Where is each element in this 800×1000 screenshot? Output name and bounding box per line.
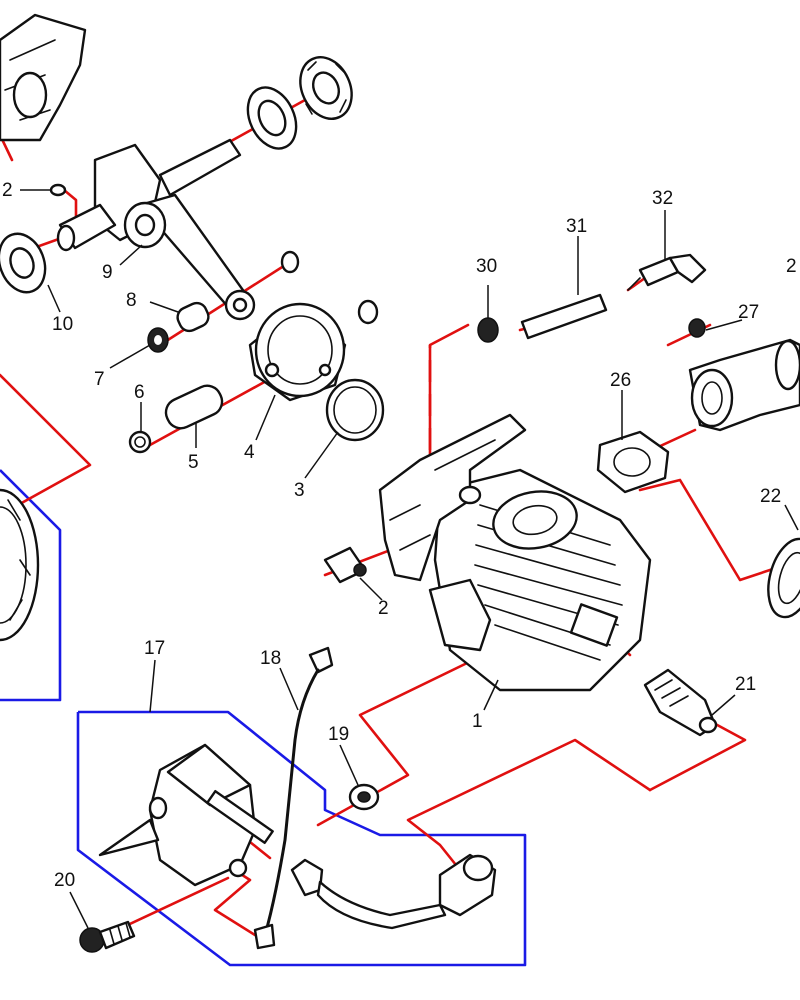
leader-lines — [20, 189, 799, 929]
cylinder-part — [433, 468, 652, 692]
piston-part — [248, 299, 379, 402]
callout-28-partial: 2 — [786, 256, 797, 277]
callout-2-bottom: 2 — [378, 598, 389, 619]
piston-ring-part — [325, 378, 385, 442]
engine-block-part — [378, 413, 527, 652]
crankshaft-part — [56, 138, 256, 321]
callout-27: 27 — [738, 302, 759, 323]
flywheel-part — [0, 488, 40, 642]
ignition-coil-part — [98, 743, 274, 887]
callout-20: 20 — [54, 870, 75, 891]
callout-10: 10 — [52, 314, 73, 335]
callout-18: 18 — [260, 648, 281, 669]
callout-8: 8 — [126, 290, 137, 311]
spark-plug-boot-part — [290, 853, 497, 930]
group-outline-ignition — [76, 710, 527, 967]
callout-31: 31 — [566, 216, 587, 237]
group-outline-left — [0, 469, 62, 702]
callout-9: 9 — [102, 262, 113, 283]
crankshaft-bearing-part — [246, 56, 353, 150]
gasket-right-part — [767, 537, 800, 619]
callout-6: 6 — [134, 382, 145, 403]
callout-22: 22 — [760, 486, 781, 507]
needle-bearing-part — [147, 250, 300, 353]
washer-part — [49, 183, 67, 197]
bearing-left-part — [0, 232, 47, 294]
intake-manifold-part — [688, 338, 800, 432]
bolt-part — [323, 546, 367, 584]
crankcase-half-part — [0, 13, 87, 142]
wrist-pin-part — [128, 384, 224, 454]
callout-labels: 2 9 10 8 7 6 5 4 3 30 31 32 2 27 26 22 2… — [2, 180, 797, 891]
callout-32: 32 — [652, 188, 673, 209]
screw-part — [79, 920, 136, 953]
ground-wire-part — [253, 646, 334, 950]
gasket-part — [596, 430, 670, 494]
callout-21: 21 — [735, 674, 756, 695]
callout-5: 5 — [188, 452, 199, 473]
callout-1: 1 — [472, 711, 483, 732]
callout-4: 4 — [244, 442, 255, 463]
callout-17: 17 — [144, 638, 165, 659]
washer-part — [348, 783, 380, 811]
callout-3: 3 — [294, 480, 305, 501]
spark-plug-part — [643, 668, 718, 737]
fuel-line-part — [477, 253, 707, 343]
callout-26: 26 — [610, 370, 631, 391]
callout-30: 30 — [476, 256, 497, 277]
callout-2-top: 2 — [2, 180, 13, 201]
callout-7: 7 — [94, 369, 105, 390]
callout-19: 19 — [328, 724, 349, 745]
grommet-part — [688, 318, 706, 338]
